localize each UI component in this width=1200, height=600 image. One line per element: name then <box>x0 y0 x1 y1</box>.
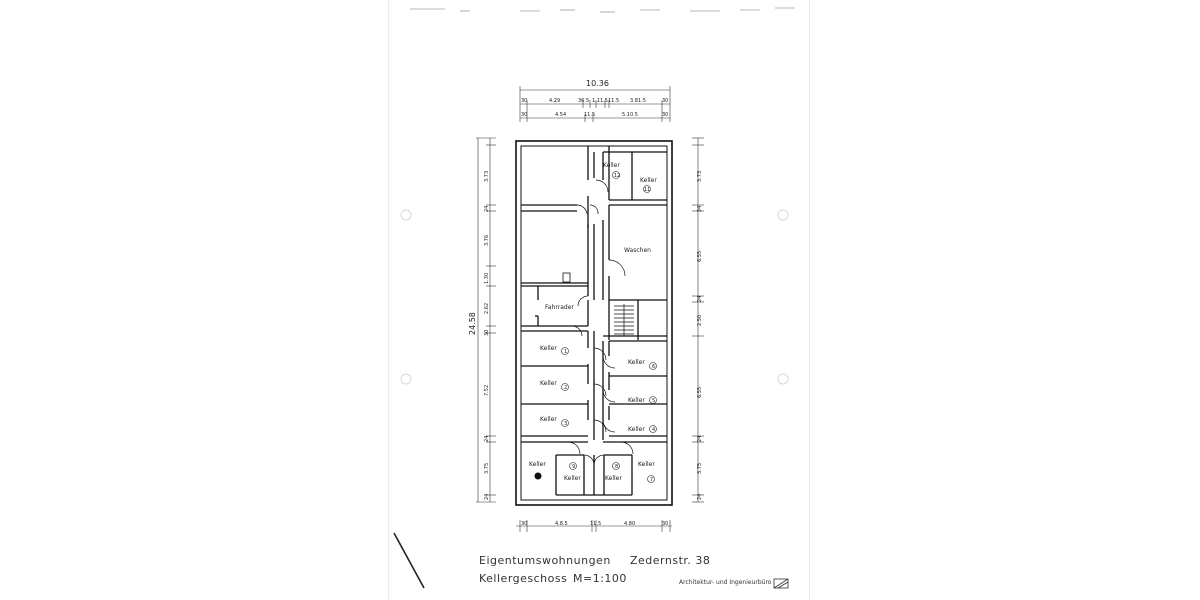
svg-text:30: 30 <box>662 98 668 104</box>
bottom-dims: 30 4.8.5 11.5 4.80 30 <box>521 521 668 527</box>
svg-text:30: 30 <box>521 521 527 527</box>
room-label-keller: Keller <box>540 380 557 387</box>
svg-text:3.75: 3.75 <box>484 463 490 474</box>
svg-text:3.73: 3.73 <box>697 171 703 182</box>
svg-text:12: 12 <box>614 173 620 179</box>
svg-text:4: 4 <box>652 427 655 433</box>
svg-text:8: 8 <box>615 464 618 470</box>
svg-text:24: 24 <box>697 206 703 212</box>
punch-holes <box>400 209 789 385</box>
svg-text:24: 24 <box>697 296 703 302</box>
right-dimension-lines <box>692 137 704 503</box>
svg-text:5: 5 <box>652 398 655 404</box>
room-label-fahrrader: Fahrrader <box>545 304 574 311</box>
building-walls <box>515 140 673 506</box>
svg-text:6.55: 6.55 <box>697 251 703 262</box>
svg-text:24: 24 <box>484 206 490 212</box>
svg-text:4.54: 4.54 <box>555 112 566 118</box>
svg-text:7: 7 <box>650 477 653 483</box>
svg-text:30: 30 <box>484 330 490 336</box>
right-dims: 3.73 24 6.55 24 2.50 6.55 24 3.75 24 <box>697 171 703 500</box>
svg-text:4.80: 4.80 <box>624 521 635 527</box>
svg-text:4.29: 4.29 <box>549 98 560 104</box>
room-label-keller: Keller <box>540 345 557 352</box>
top-dims-row1: 30 4.29 36.5 1.11.5 11.5 3.81.5 30 <box>521 98 668 104</box>
left-dimension-lines <box>476 137 496 503</box>
office-logo <box>773 578 789 589</box>
svg-text:30: 30 <box>521 98 527 104</box>
svg-text:11.5: 11.5 <box>608 98 619 104</box>
overall-width-label: 10.36 <box>586 79 609 88</box>
left-dims: 3.73 24 3.76 1.30 2.62 30 7.52 24 3.75 2… <box>468 171 490 500</box>
floor-name: Kellergeschoss <box>479 572 568 585</box>
svg-text:24: 24 <box>697 436 703 442</box>
svg-text:24: 24 <box>484 494 490 500</box>
svg-text:9: 9 <box>572 464 575 470</box>
room-numbers: 12 11 1 2 3 6 5 4 9 8 7 <box>564 173 655 483</box>
svg-text:1.11.5: 1.11.5 <box>592 98 608 104</box>
svg-text:1.30: 1.30 <box>484 273 490 284</box>
svg-text:3.81.5: 3.81.5 <box>630 98 646 104</box>
address: Zedernstr. 38 <box>630 554 711 567</box>
scale-label: M=1:100 <box>573 572 627 585</box>
svg-text:3: 3 <box>564 421 567 427</box>
pen-stroke <box>393 532 425 589</box>
room-label-keller: Keller <box>564 475 581 482</box>
svg-text:6: 6 <box>652 364 655 370</box>
top-dimension-lines <box>519 86 671 122</box>
svg-text:6.55: 6.55 <box>697 387 703 398</box>
room-label-keller: Keller <box>628 397 645 404</box>
bottom-dimension-lines <box>516 520 672 532</box>
svg-text:30: 30 <box>521 112 527 118</box>
room-label-keller: Keller <box>603 162 620 169</box>
room-label-keller: Keller <box>628 359 645 366</box>
room-number-circles <box>561 171 657 483</box>
svg-text:5.10.5: 5.10.5 <box>622 112 638 118</box>
room-label-keller: Keller <box>628 426 645 433</box>
svg-text:4.8.5: 4.8.5 <box>555 521 568 527</box>
room-label-keller: Keller <box>540 416 557 423</box>
svg-text:30: 30 <box>662 521 668 527</box>
svg-text:36.5: 36.5 <box>578 98 589 104</box>
svg-text:2.62: 2.62 <box>484 303 490 314</box>
svg-text:11.5: 11.5 <box>584 112 595 118</box>
svg-text:11: 11 <box>644 187 650 193</box>
utility-dot <box>534 472 542 480</box>
office-name: Architektur- und Ingenieurbüro <box>679 579 772 586</box>
room-label-keller: Keller <box>605 475 622 482</box>
room-labels: Keller Keller Waschen Fahrrader Keller K… <box>529 162 657 482</box>
svg-text:24: 24 <box>484 436 490 442</box>
top-dims-row2: 30 4.54 11.5 5.10.5 30 <box>521 112 668 118</box>
svg-text:11.5: 11.5 <box>590 521 601 527</box>
svg-text:24: 24 <box>697 494 703 500</box>
svg-text:7.52: 7.52 <box>484 385 490 396</box>
overall-length-label: 24.58 <box>468 312 477 335</box>
project-title: Eigentumswohnungen <box>479 554 611 567</box>
svg-text:3.73: 3.73 <box>484 171 490 182</box>
svg-text:2: 2 <box>564 385 567 391</box>
svg-text:2.50: 2.50 <box>697 315 703 326</box>
room-label-waschen: Waschen <box>624 247 651 254</box>
room-label-keller: Keller <box>529 461 546 468</box>
svg-text:30: 30 <box>662 112 668 118</box>
scan-artifacts <box>410 7 795 13</box>
svg-text:1: 1 <box>564 349 567 355</box>
room-label-keller: Keller <box>638 461 655 468</box>
svg-text:3.75: 3.75 <box>697 463 703 474</box>
room-label-keller: Keller <box>640 177 657 184</box>
svg-text:3.76: 3.76 <box>484 235 490 246</box>
